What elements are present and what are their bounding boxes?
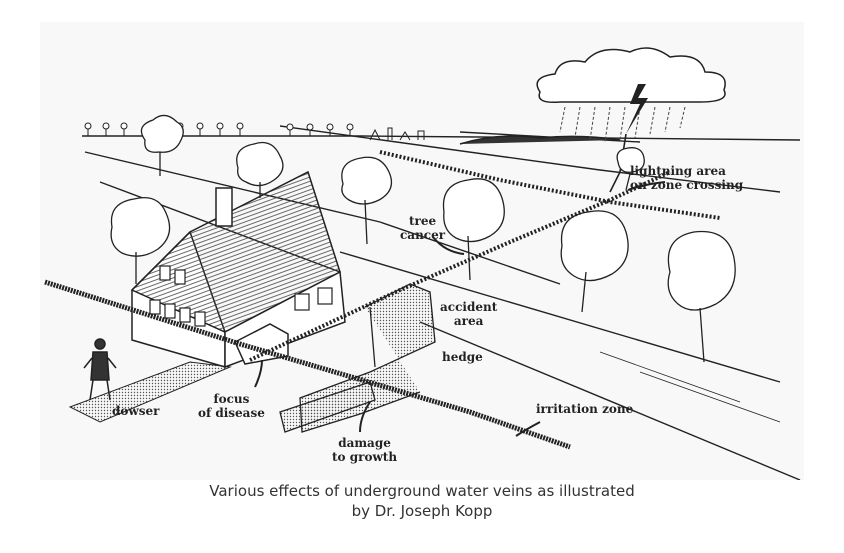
road-edge (419, 321, 801, 480)
water-vein (44, 279, 571, 450)
label-dowser: dowser (112, 404, 160, 418)
arrow-damage (359, 401, 371, 433)
dowser-path (68, 361, 232, 423)
road-edge (599, 351, 741, 403)
label-tree-cancer: tree cancer (400, 214, 446, 242)
house-roof (130, 170, 341, 333)
lightning-bolt (626, 84, 648, 134)
label-accident-area: accident area (440, 300, 498, 328)
tree (341, 156, 393, 245)
storm-cloud (536, 47, 726, 193)
arrow-lightning (627, 181, 666, 191)
dowser-figure (83, 338, 117, 401)
label-irritation-zone: irritation zone (536, 402, 634, 416)
tree-row (84, 122, 354, 136)
tree (110, 196, 171, 284)
arrow-irritation (515, 421, 541, 437)
label-lightning-area: lightning area on zone crossing (630, 164, 744, 192)
illustration: lightning area on zone crossing tree can… (40, 22, 804, 480)
horizon-line (82, 135, 801, 141)
caption-line-1: Various effects of underground water vei… (209, 482, 635, 500)
caption-line-2: by Dr. Joseph Kopp (351, 502, 493, 520)
cloud (536, 47, 726, 104)
distant-forest (459, 135, 621, 145)
hedge (279, 283, 436, 433)
rain (559, 106, 686, 143)
tree-cancer (442, 178, 505, 281)
lightning-strike (609, 133, 627, 193)
arrows (254, 181, 666, 437)
house-windows (149, 265, 333, 327)
arrow-tree-cancer (432, 236, 465, 255)
tree (140, 114, 184, 176)
arrow-focus (254, 359, 263, 388)
water-vein (249, 170, 671, 362)
tree (236, 141, 284, 198)
field-line (279, 125, 781, 193)
water-veins (44, 150, 721, 450)
field-line (84, 151, 561, 285)
house (130, 170, 346, 369)
road-edge (639, 371, 781, 423)
figure-caption: Various effects of underground water vei… (0, 481, 844, 521)
label-focus-of-disease: focus of disease (198, 392, 265, 420)
road-edge (339, 251, 781, 383)
trees (110, 114, 736, 363)
water-vein (379, 150, 721, 220)
landscape (82, 125, 801, 480)
tree (560, 210, 629, 313)
label-hedge: hedge (442, 350, 483, 364)
village (369, 127, 425, 141)
tree (667, 230, 736, 363)
tree (616, 147, 645, 191)
label-damage-to-growth: damage to growth (332, 436, 398, 464)
chimney (215, 187, 233, 227)
